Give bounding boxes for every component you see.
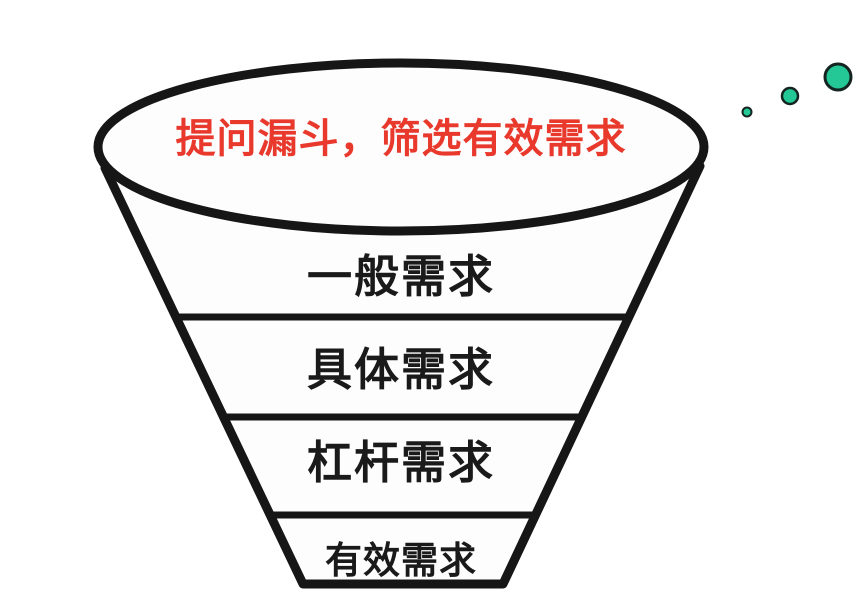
tier-label-3: 杠杆需求 bbox=[307, 436, 495, 489]
thought-bubble-dot-large bbox=[823, 62, 853, 92]
thought-bubble-dot-medium bbox=[780, 86, 800, 106]
funnel-title: 提问漏斗，筛选有效需求 bbox=[176, 116, 627, 162]
tier-label-1: 一般需求 bbox=[307, 250, 495, 303]
thought-bubble-dot-small bbox=[741, 106, 753, 118]
funnel-rim-ellipse bbox=[93, 58, 709, 236]
tier-label-2: 具体需求 bbox=[307, 343, 495, 396]
tier-label-4: 有效需求 bbox=[325, 539, 477, 582]
funnel-body-outline bbox=[100, 161, 705, 589]
